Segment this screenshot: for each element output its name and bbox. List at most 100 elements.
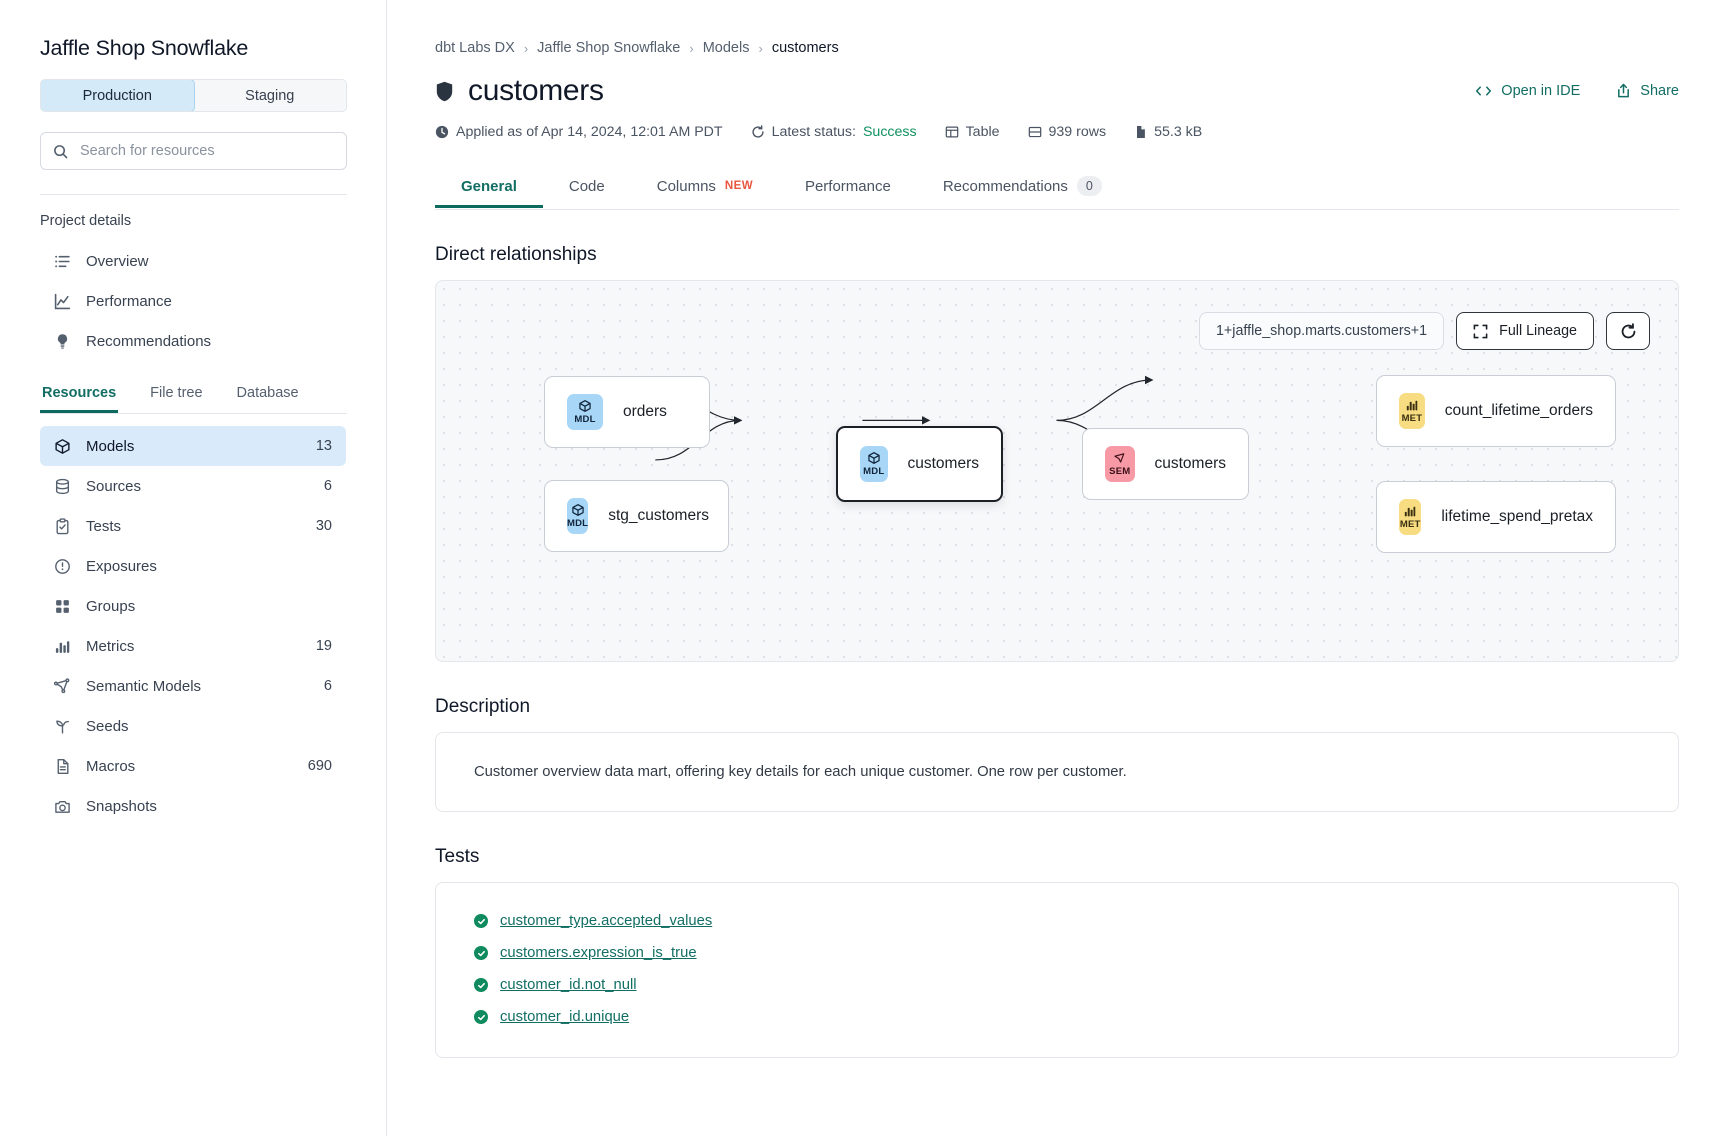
sidebar-item-models[interactable]: Models 13	[40, 426, 346, 466]
lineage-node-customers-semantic[interactable]: SEM customers	[1082, 428, 1249, 500]
lineage-node-orders[interactable]: MDL orders	[544, 376, 710, 448]
list-item[interactable]: customer_type.accepted_values	[474, 913, 1640, 929]
chip-label: MET	[1399, 518, 1421, 530]
lineage-selector[interactable]: 1+jaffle_shop.marts.customers+1	[1198, 312, 1445, 350]
sidebar-item-snapshots[interactable]: Snapshots	[40, 786, 346, 826]
lineage-graph[interactable]: 1+jaffle_shop.marts.customers+1 Full Lin…	[435, 280, 1679, 662]
sidebar-item-semantic-models[interactable]: Semantic Models 6	[40, 666, 346, 706]
sidebar-item-macros[interactable]: Macros 690	[40, 746, 346, 786]
environment-toggle[interactable]: Production Staging	[40, 79, 347, 112]
sidebar-item-performance[interactable]: Performance	[40, 281, 346, 321]
clock-icon	[435, 125, 449, 139]
description-panel: Customer overview data mart, offering ke…	[435, 732, 1679, 813]
sidebar-item-label: Groups	[86, 597, 136, 615]
page-title-text: customers	[468, 74, 604, 107]
clipboard-check-icon	[56, 517, 69, 534]
test-link[interactable]: customers.expression_is_true	[500, 945, 697, 962]
tab-columns[interactable]: Columns NEW	[631, 168, 779, 208]
open-in-ide-label: Open in IDE	[1501, 83, 1581, 99]
sidebar-item-groups[interactable]: Groups	[40, 586, 346, 626]
tab-general[interactable]: General	[435, 168, 543, 208]
sidebar-item-count: 30	[315, 518, 332, 534]
sidebar-tabs[interactable]: Resources File tree Database	[40, 379, 347, 414]
sidebar-tab-file-tree[interactable]: File tree	[150, 385, 203, 401]
breadcrumb-item-project[interactable]: Jaffle Shop Snowflake	[537, 40, 681, 56]
sidebar-item-count: 13	[315, 438, 332, 454]
list-icon	[55, 255, 70, 267]
sidebar-tab-database[interactable]: Database	[236, 385, 299, 401]
tab-performance[interactable]: Performance	[779, 168, 917, 208]
node-label: orders	[623, 403, 667, 420]
search-box[interactable]	[40, 132, 347, 170]
sidebar-item-label: Exposures	[86, 557, 157, 575]
main-content: dbt Labs DX › Jaffle Shop Snowflake › Mo…	[387, 0, 1727, 1136]
breadcrumb-separator: ›	[523, 40, 529, 56]
full-lineage-button[interactable]: Full Lineage	[1456, 312, 1594, 350]
breadcrumb-item-models[interactable]: Models	[702, 40, 750, 56]
open-in-ide-button[interactable]: Open in IDE	[1475, 83, 1580, 99]
sidebar-item-count: 19	[315, 638, 332, 654]
tab-label: Performance	[804, 177, 891, 195]
cube-icon	[868, 452, 880, 465]
sidebar-item-sources[interactable]: Sources 6	[40, 466, 346, 506]
sidebar-item-recommendations[interactable]: Recommendations	[40, 321, 346, 361]
test-link[interactable]: customer_type.accepted_values	[500, 913, 713, 930]
semantic-icon	[1114, 452, 1125, 463]
table-size-text: 55.3 kB	[1154, 124, 1203, 140]
node-label: count_lifetime_orders	[1444, 402, 1593, 419]
recommendations-count-badge: 0	[1076, 176, 1102, 196]
chip-label: MDL	[863, 466, 885, 478]
breadcrumb-item-org[interactable]: dbt Labs DX	[435, 40, 515, 56]
description-text: Customer overview data mart, offering ke…	[474, 764, 1127, 780]
share-button[interactable]: Share	[1616, 83, 1679, 99]
semantic-icon	[54, 677, 70, 693]
test-link[interactable]: customer_id.unique	[500, 1009, 630, 1026]
sidebar-item-label: Snapshots	[86, 797, 157, 815]
lineage-node-count-lifetime-orders[interactable]: MET count_lifetime_orders	[1376, 375, 1616, 447]
lineage-node-stg-customers[interactable]: MDL stg_customers	[544, 480, 729, 552]
lineage-node-lifetime-spend-pretax[interactable]: MET lifetime_spend_pretax	[1376, 481, 1616, 553]
sidebar-item-overview[interactable]: Overview	[40, 241, 346, 281]
new-badge: NEW	[724, 180, 753, 192]
sidebar-item-seeds[interactable]: Seeds	[40, 706, 346, 746]
share-icon	[1618, 83, 1630, 98]
database-icon	[55, 478, 70, 494]
tab-code[interactable]: Code	[543, 168, 631, 208]
status-badge: Success	[862, 124, 917, 140]
list-item[interactable]: customer_id.unique	[474, 1009, 1640, 1025]
tests-heading: Tests	[435, 846, 480, 868]
tab-recommendations[interactable]: Recommendations 0	[917, 166, 1128, 209]
materialization: Table	[945, 124, 1000, 140]
sidebar-item-label: Metrics	[86, 637, 135, 655]
chip-label: MET	[1401, 412, 1423, 424]
expand-icon	[1473, 324, 1488, 338]
applied-at-text: Applied as of Apr 14, 2024, 12:01 AM PDT	[456, 124, 723, 140]
check-circle-icon	[474, 978, 488, 993]
grid-icon	[56, 599, 69, 613]
test-link[interactable]: customer_id.not_null	[500, 977, 637, 994]
metric-chip: MET	[1399, 393, 1425, 429]
search-input[interactable]	[78, 142, 334, 160]
lineage-node-customers-model[interactable]: MDL customers	[836, 426, 1003, 502]
tab-label: Code	[568, 177, 605, 195]
sidebar-item-count: 690	[307, 758, 332, 774]
shield-icon	[436, 81, 453, 101]
lineage-refresh-button[interactable]	[1606, 312, 1650, 350]
env-tab-production[interactable]: Production	[41, 80, 195, 111]
model-chip: MDL	[567, 498, 589, 534]
sidebar-tab-resources[interactable]: Resources	[40, 379, 119, 413]
chip-label: SEM	[1109, 465, 1131, 477]
bar-chart-icon	[1406, 400, 1418, 411]
sidebar-item-label: Performance	[86, 292, 172, 310]
env-tab-staging[interactable]: Staging	[245, 87, 295, 104]
chip-label: MDL	[574, 414, 596, 426]
sidebar-item-label: Recommendations	[86, 332, 212, 350]
refresh-icon	[1621, 322, 1635, 338]
chart-line-icon	[54, 293, 71, 309]
list-item[interactable]: customers.expression_is_true	[474, 945, 1640, 961]
sidebar-item-exposures[interactable]: Exposures	[40, 546, 346, 586]
sidebar-item-metrics[interactable]: Metrics 19	[40, 626, 346, 666]
sidebar-divider	[40, 194, 347, 195]
sidebar-item-tests[interactable]: Tests 30	[40, 506, 346, 546]
list-item[interactable]: customer_id.not_null	[474, 977, 1640, 993]
